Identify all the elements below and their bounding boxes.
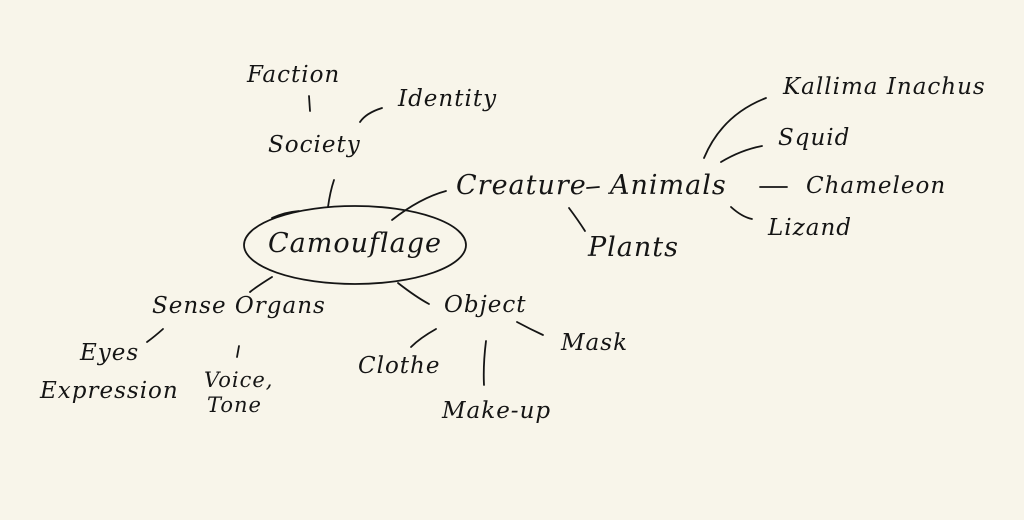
- link-object-makeup: [482, 340, 487, 386]
- link-identity-society: [359, 107, 383, 123]
- link-society-left-stub: [271, 210, 300, 219]
- node-voice: Voice,: [204, 368, 274, 392]
- node-identity: Identity: [398, 86, 498, 112]
- node-animals: Animals: [610, 170, 727, 201]
- node-tone: Tone: [207, 392, 262, 417]
- node-faction: Faction: [247, 62, 341, 88]
- node-camouflage: Camouflage: [268, 228, 442, 259]
- node-object: Object: [444, 292, 527, 318]
- center-ellipse: [243, 205, 467, 285]
- node-eyes: Eyes: [80, 340, 140, 366]
- node-make-up: Make-up: [442, 398, 552, 424]
- node-kallima-inachus: Kallima Inachus: [783, 74, 986, 100]
- link-faction-society: [308, 95, 311, 112]
- node-squid: Squid: [778, 125, 851, 151]
- link-camouflage-creature: [391, 190, 447, 221]
- node-chameleon: Chameleon: [806, 173, 947, 199]
- link-creature-animals: [586, 186, 600, 189]
- node-expression: Expression: [40, 378, 179, 404]
- node-creature: Creature: [456, 170, 587, 201]
- link-society-camouflage: [327, 179, 335, 208]
- link-creature-plants: [568, 207, 586, 232]
- link-animals-kallima: [703, 97, 767, 159]
- link-animals-squid: [720, 145, 763, 163]
- link-animals-lizard: [730, 206, 753, 220]
- link-sense-voice: [236, 345, 240, 358]
- node-sense-organs: Sense Organs: [152, 293, 326, 319]
- node-clothe: Clothe: [358, 353, 441, 379]
- node-plants: Plants: [588, 232, 679, 263]
- link-sense-eyes: [146, 328, 164, 343]
- node-mask: Mask: [561, 330, 629, 356]
- link-object-clothe: [410, 328, 437, 348]
- link-camouflage-object: [397, 282, 430, 305]
- link-camouflage-sense: [249, 276, 273, 293]
- node-lizard: Lizand: [768, 215, 852, 241]
- link-object-mask: [516, 321, 544, 336]
- node-voice-tone: Voice, Tone: [204, 368, 273, 418]
- node-society: Society: [268, 132, 361, 158]
